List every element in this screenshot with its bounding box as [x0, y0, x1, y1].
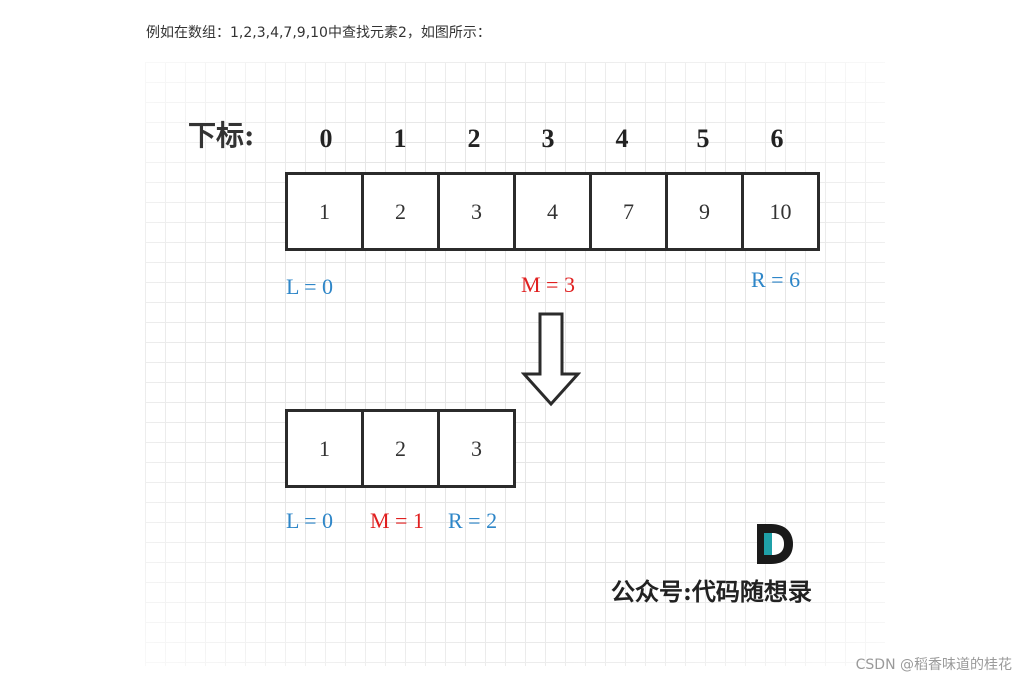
csdn-watermark: CSDN @稻香味道的桂花 — [855, 657, 1012, 673]
index-6: 6 — [770, 124, 784, 153]
index-0: 0 — [319, 124, 333, 153]
array-bottom-cell: 3 — [440, 412, 513, 485]
array-bottom-cell: 2 — [364, 412, 440, 485]
pointer-left-top: L = 0 — [286, 274, 334, 299]
array-top-cell: 1 — [288, 175, 364, 248]
caption-text: 例如在数组：1,2,3,4,7,9,10中查找元素2，如图所示： — [146, 25, 491, 41]
index-5: 5 — [696, 124, 710, 153]
array-bottom-cell: 1 — [288, 412, 364, 485]
array-top-cell: 2 — [364, 175, 440, 248]
grid-fade — [145, 62, 885, 666]
array-top-cell: 4 — [516, 175, 592, 248]
array-top-cell: 3 — [440, 175, 516, 248]
index-2: 2 — [467, 124, 481, 153]
pointer-mid-top: M = 3 — [521, 272, 575, 297]
pointer-right-bottom: R = 2 — [448, 508, 498, 533]
down-arrow-icon — [521, 312, 581, 407]
index-1: 1 — [393, 124, 407, 153]
index-label: 下标: — [188, 119, 255, 152]
wechat-watermark: 公众号:代码随想录 — [611, 577, 812, 606]
pointer-left-bottom: L = 0 — [286, 508, 334, 533]
code-logo-icon — [757, 524, 793, 564]
array-top-cell: 10 — [744, 175, 817, 248]
pointer-mid-bottom: M = 1 — [370, 508, 424, 533]
array-top: 1 2 3 4 7 9 10 — [285, 172, 820, 251]
array-top-cell: 9 — [668, 175, 744, 248]
array-top-cell: 7 — [592, 175, 668, 248]
binary-search-diagram: 下标: 0 1 2 3 4 5 6 1 2 3 4 7 9 10 L = 0 M… — [145, 62, 885, 666]
index-4: 4 — [615, 124, 629, 153]
index-3: 3 — [541, 124, 555, 153]
array-bottom: 1 2 3 — [285, 409, 516, 488]
pointer-right-top: R = 6 — [751, 267, 801, 292]
